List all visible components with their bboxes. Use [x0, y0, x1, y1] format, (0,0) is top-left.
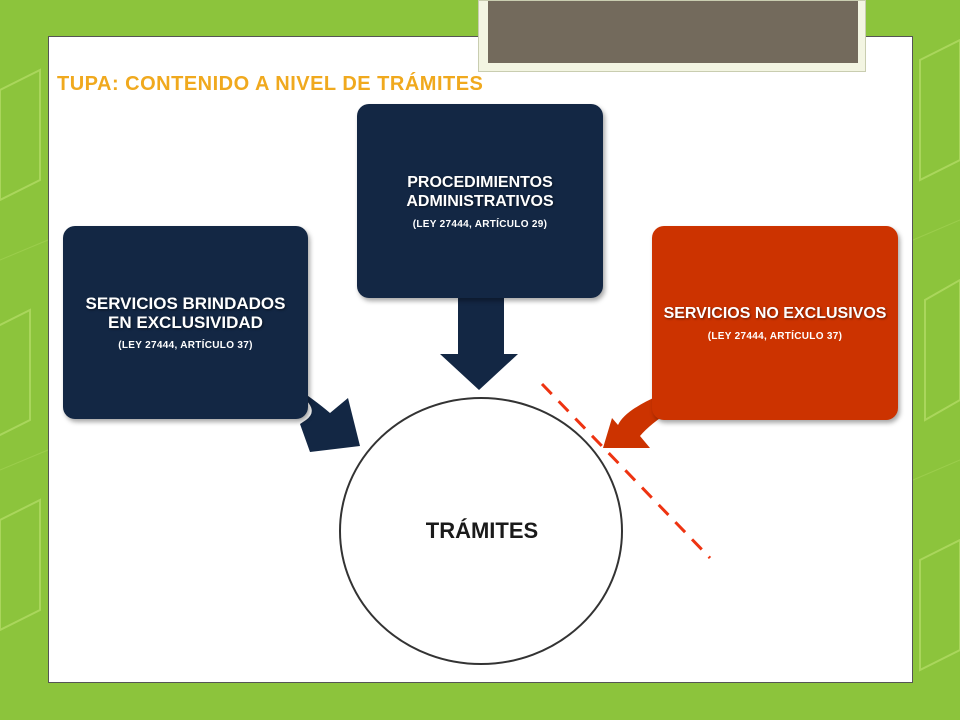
box-left-subtitle: (LEY 27444, ARTÍCULO 37)	[118, 340, 253, 351]
arrow-middle-head	[440, 354, 518, 390]
dashed-divider-line	[540, 382, 712, 560]
box-procedimientos-administrativos: PROCEDIMIENTOS ADMINISTRATIVOS (LEY 2744…	[357, 104, 603, 298]
arrow-left-connector	[255, 375, 360, 452]
box-right-subtitle: (LEY 27444, ARTÍCULO 37)	[707, 331, 843, 342]
arrow-middle-shaft	[458, 298, 504, 354]
header-tab-frame	[478, 0, 866, 72]
tramites-label: TRÁMITES	[425, 518, 539, 543]
box-middle-subtitle: (LEY 27444, ARTÍCULO 29)	[412, 218, 548, 230]
slide-title: TUPA: CONTENIDO A NIVEL DE TRÁMITES	[57, 73, 484, 95]
box-servicios-exclusividad: SERVICIOS BRINDADOS EN EXCLUSIVIDAD (LEY…	[63, 226, 308, 419]
tramites-circle	[339, 397, 623, 665]
box-right-title: SERVICIOS NO EXCLUSIVOS	[663, 305, 887, 322]
box-left-title: SERVICIOS BRINDADOS EN EXCLUSIVIDAD	[85, 294, 286, 332]
box-middle-title: PROCEDIMIENTOS ADMINISTRATIVOS	[406, 173, 554, 210]
header-tab-fill	[488, 1, 858, 63]
box-servicios-no-exclusivos: SERVICIOS NO EXCLUSIVOS (LEY 27444, ARTÍ…	[652, 226, 898, 420]
